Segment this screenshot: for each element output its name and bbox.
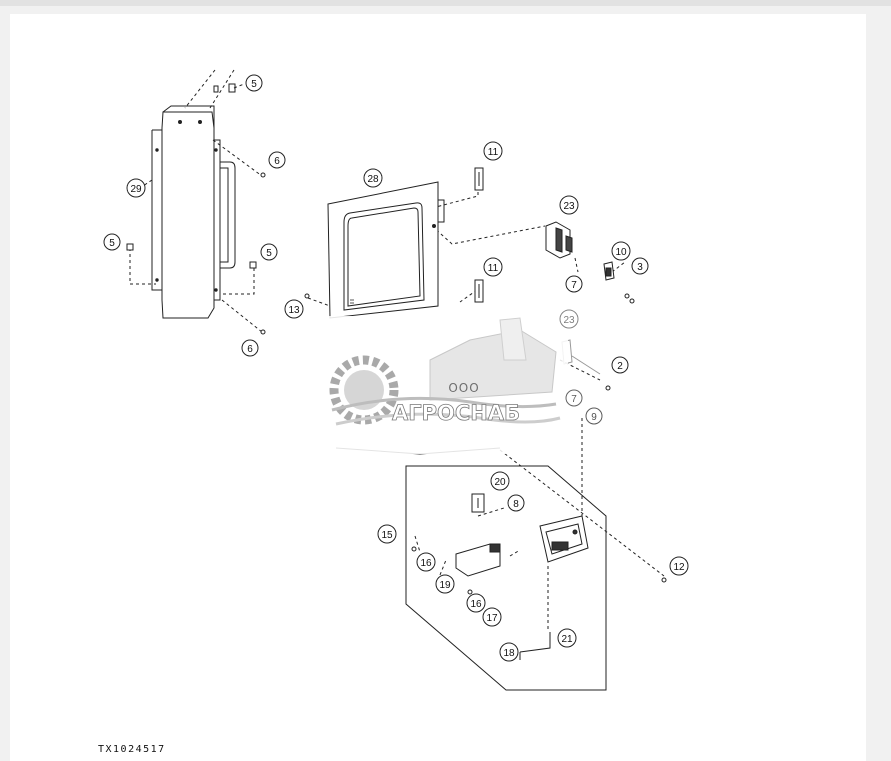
watermark-prefix: ООО <box>448 381 479 395</box>
detail-plate-19 <box>455 543 501 577</box>
callout-6-upper: 6 <box>268 151 286 169</box>
svg-text:5: 5 <box>109 238 115 249</box>
side-cover-panel <box>151 105 236 319</box>
callout-11-bottom: 11 <box>483 257 503 277</box>
callout-16-upper: 16 <box>416 552 436 572</box>
callout-23-bottom: 23 <box>559 309 579 329</box>
callout-3: 3 <box>631 257 649 275</box>
callout-18: 18 <box>499 642 519 662</box>
svg-text:7: 7 <box>571 394 577 405</box>
callout-16-lower: 16 <box>466 593 486 613</box>
svg-text:12: 12 <box>673 562 685 573</box>
svg-text:11: 11 <box>488 147 499 158</box>
callout-10: 10 <box>611 241 631 261</box>
callout-23-top: 23 <box>559 195 579 215</box>
callout-7-bottom: 7 <box>565 389 583 407</box>
latch-block-10 <box>603 261 615 281</box>
svg-text:16: 16 <box>420 558 432 569</box>
callout-17: 17 <box>482 607 502 627</box>
detail-rod-21 <box>519 632 551 660</box>
callout-6-lower: 6 <box>241 339 259 357</box>
watermark-company-name: АГРОСНАБ <box>392 401 520 425</box>
svg-text:23: 23 <box>563 315 575 326</box>
svg-text:5: 5 <box>251 79 257 90</box>
callout-28: 28 <box>363 168 383 188</box>
callout-5-right: 5 <box>260 243 278 261</box>
svg-text:21: 21 <box>561 634 573 645</box>
svg-text:2: 2 <box>617 361 623 372</box>
latch-bracket-upper <box>545 221 573 259</box>
svg-text:9: 9 <box>591 412 597 423</box>
svg-text:10: 10 <box>615 247 627 258</box>
callout-11-top: 11 <box>483 141 503 161</box>
hinge-upper <box>474 167 484 191</box>
callout-9: 9 <box>585 407 603 425</box>
detail-latch-housing <box>539 515 589 563</box>
svg-text:3: 3 <box>637 262 643 273</box>
callout-2: 2 <box>611 356 629 374</box>
callout-19: 19 <box>435 574 455 594</box>
callout-15: 15 <box>377 524 397 544</box>
callout-5-left: 5 <box>103 233 121 251</box>
svg-text:20: 20 <box>494 477 506 488</box>
callout-5-top: 5 <box>245 74 263 92</box>
svg-text:6: 6 <box>274 156 280 167</box>
svg-text:15: 15 <box>381 530 393 541</box>
svg-text:28: 28 <box>367 174 379 185</box>
svg-text:11: 11 <box>488 263 499 274</box>
door-frame <box>327 181 445 319</box>
callout-12: 12 <box>669 556 689 576</box>
detail-striker-20 <box>471 493 485 513</box>
svg-text:29: 29 <box>130 184 142 195</box>
svg-text:19: 19 <box>439 580 451 591</box>
svg-text:5: 5 <box>266 248 272 259</box>
watermark-logo: ООО АГРОСНАБ <box>326 316 568 454</box>
callout-29: 29 <box>126 178 146 198</box>
callout-13: 13 <box>284 299 304 319</box>
svg-text:16: 16 <box>470 599 482 610</box>
callout-7-top: 7 <box>565 275 583 293</box>
callout-8: 8 <box>507 494 525 512</box>
callout-group: 5 6 29 5 5 6 28 11 23 10 3 7 11 13 23 2 … <box>103 74 689 662</box>
viewer-top-strip <box>0 0 891 6</box>
callout-21: 21 <box>557 628 577 648</box>
svg-text:6: 6 <box>247 344 253 355</box>
svg-text:8: 8 <box>513 499 519 510</box>
callout-20: 20 <box>490 471 510 491</box>
hardware-parts <box>126 172 667 595</box>
drawing-reference-code: TX1024517 <box>98 744 166 755</box>
svg-text:7: 7 <box>571 280 577 291</box>
svg-text:17: 17 <box>486 613 498 624</box>
hinge-lower <box>474 279 484 303</box>
svg-text:13: 13 <box>288 305 300 316</box>
svg-text:23: 23 <box>563 201 575 212</box>
top-bolts <box>213 83 236 93</box>
svg-text:18: 18 <box>503 648 515 659</box>
